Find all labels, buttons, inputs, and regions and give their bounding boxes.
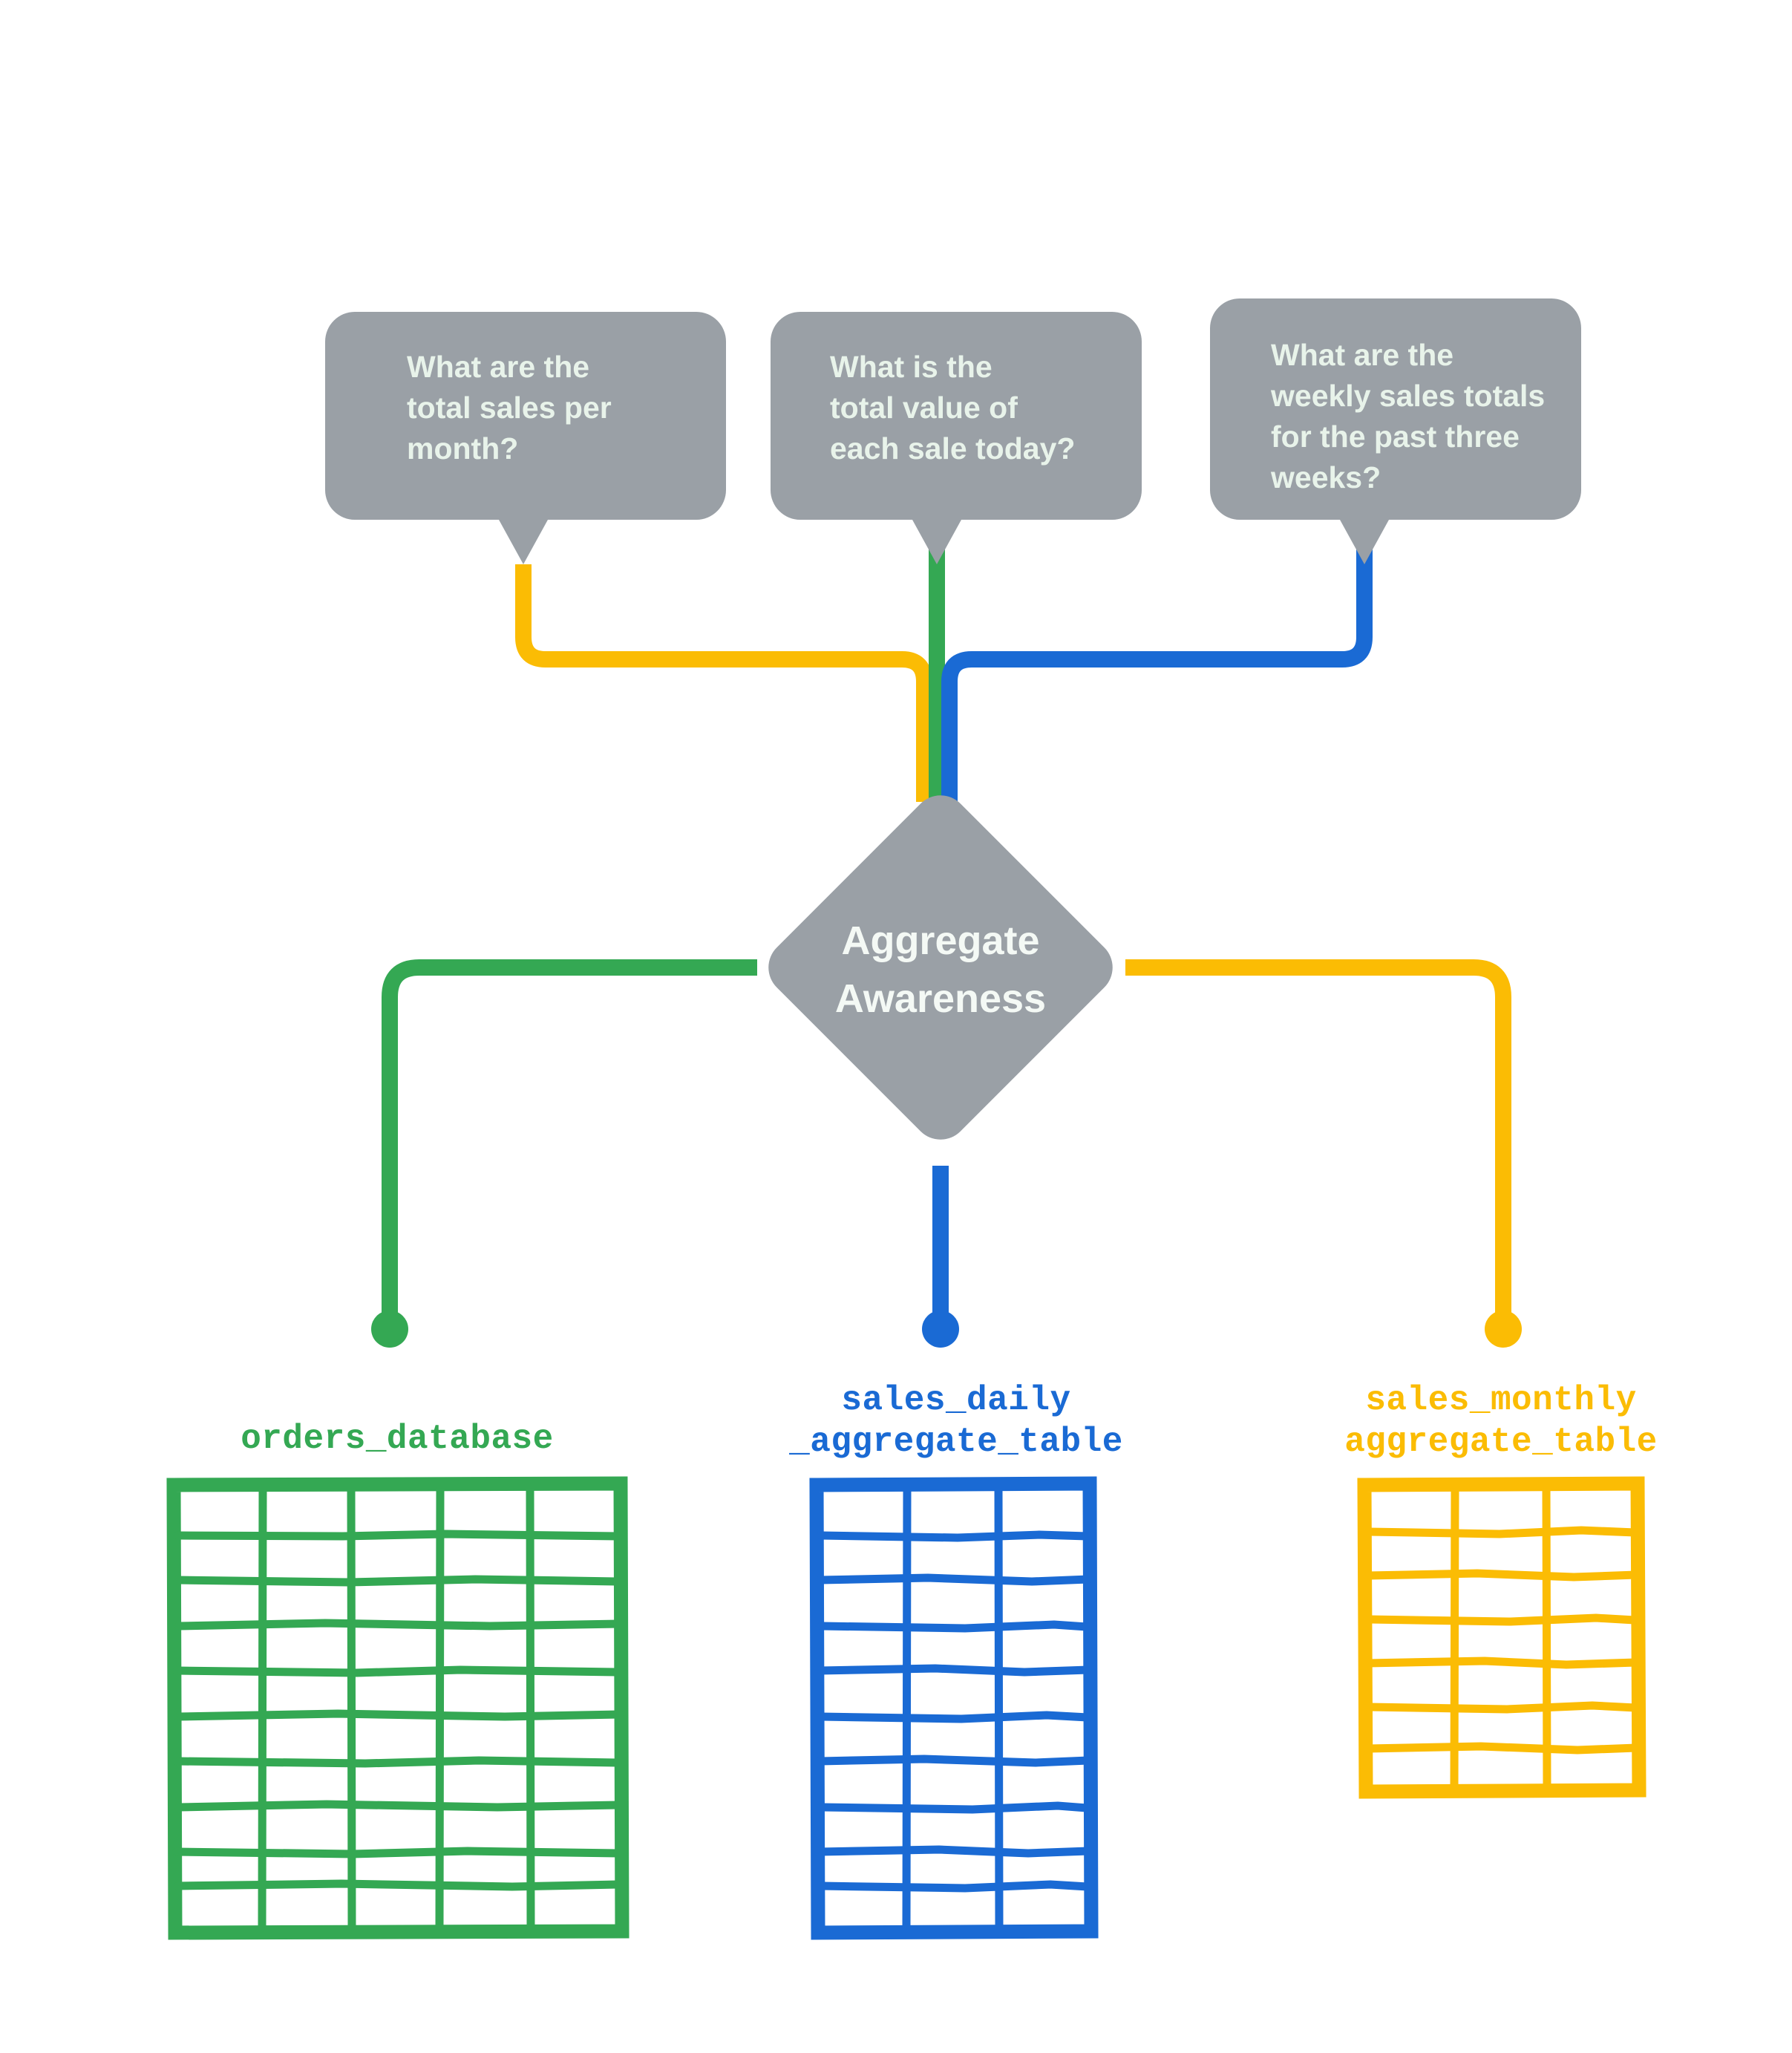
connector-sales-monthly	[1125, 959, 1511, 1314]
bubble-shape-monthly	[325, 312, 726, 564]
table-grid-sales-daily	[809, 1476, 1099, 1940]
table-label-sales-daily-line1: sales_daily	[841, 1381, 1070, 1420]
connector-monthly	[515, 564, 932, 802]
node-label-line2: Awareness	[835, 976, 1046, 1021]
bubble-line-daily-2: each sale today?	[830, 431, 1075, 466]
table-sales-daily-aggregate[interactable]: sales_daily _aggregate_table	[788, 1381, 1123, 1940]
bubble-line-weekly-2: for the past three	[1271, 420, 1520, 454]
bubble-line-weekly-1: weekly sales totals	[1270, 379, 1545, 413]
connector-weekly	[941, 549, 1373, 802]
bubble-shape-daily	[771, 312, 1142, 564]
node-label-line1: Aggregate	[841, 918, 1039, 963]
endpoint-dot-sales-monthly	[1485, 1311, 1522, 1348]
bubble-line-monthly-2: month?	[407, 431, 518, 466]
endpoint-dot-sales-daily	[922, 1311, 959, 1348]
table-sales-monthly-aggregate[interactable]: sales_monthly aggregate_table	[1344, 1381, 1658, 1799]
table-orders-database[interactable]: orders_database	[166, 1420, 630, 1940]
aggregate-awareness-node[interactable]: Aggregate Awareness	[757, 784, 1125, 1152]
question-bubble-monthly[interactable]: What are the total sales per month?	[325, 312, 726, 564]
bubble-line-weekly-3: weeks?	[1270, 460, 1381, 495]
bubble-line-monthly-1: total sales per	[407, 391, 612, 425]
table-label-orders-database: orders_database	[241, 1420, 554, 1458]
diamond-shape	[768, 795, 1113, 1140]
bubble-line-monthly-0: What are the	[407, 350, 589, 384]
table-label-sales-monthly-line2: aggregate_table	[1344, 1423, 1658, 1461]
table-label-sales-daily-line2: _aggregate_table	[788, 1423, 1123, 1461]
connector-orders-database	[382, 959, 757, 1314]
bubble-line-weekly-0: What are the	[1271, 338, 1453, 372]
table-label-sales-monthly-line1: sales_monthly	[1365, 1381, 1636, 1420]
bubble-line-daily-1: total value of	[830, 391, 1018, 425]
endpoint-dot-orders-database	[371, 1311, 408, 1348]
bubble-line-daily-0: What is the	[830, 350, 993, 384]
bubble-shape-weekly	[1210, 298, 1581, 564]
question-bubble-weekly[interactable]: What are the weekly sales totals for the…	[1210, 298, 1581, 564]
table-grid-orders-database	[166, 1476, 630, 1940]
question-bubble-daily[interactable]: What is the total value of each sale tod…	[771, 312, 1142, 564]
table-grid-sales-monthly	[1357, 1476, 1647, 1799]
